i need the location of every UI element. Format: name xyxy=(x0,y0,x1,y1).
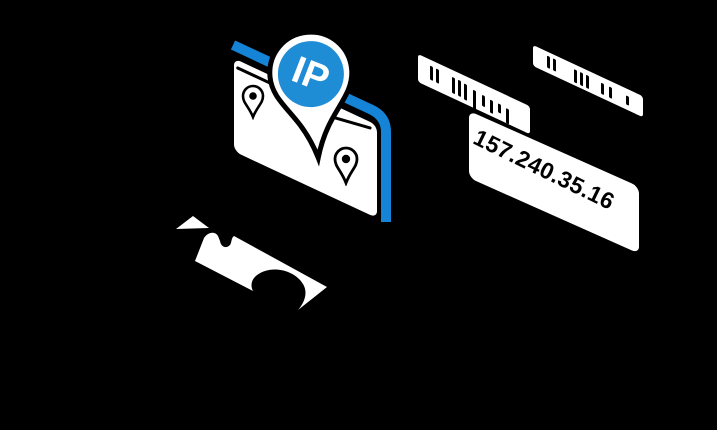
hand-holding-card-illustration xyxy=(176,216,327,310)
barcode-bar xyxy=(482,94,485,108)
barcode-bar xyxy=(430,65,433,81)
ip-badge-circle xyxy=(277,41,344,108)
barcode-bar xyxy=(498,103,501,114)
barcode-bar xyxy=(473,89,476,113)
map-pin-icon xyxy=(333,146,359,186)
barcode-bar xyxy=(464,83,467,101)
barcode-bar xyxy=(436,68,439,84)
map-pin-icon xyxy=(241,84,265,120)
barcode-bar xyxy=(452,76,455,95)
barcode-bar xyxy=(506,108,509,125)
barcode-bar xyxy=(458,79,461,97)
paper-corner-shape xyxy=(176,216,209,229)
held-card-shape xyxy=(195,232,327,310)
barcode-bar xyxy=(490,99,493,114)
ip-pin-icon: IP xyxy=(267,29,355,167)
